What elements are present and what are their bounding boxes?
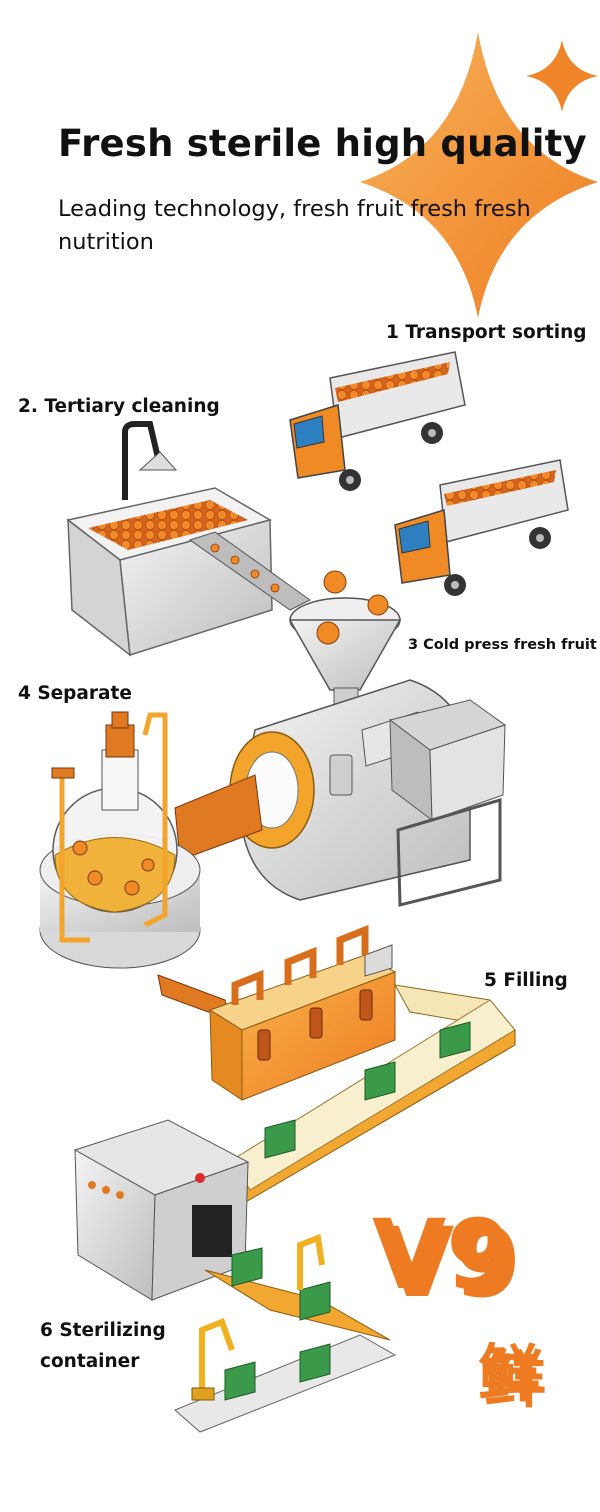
sterilizer-cabinet [73,1119,250,1301]
svg-text:V9: V9 [380,1207,521,1319]
step-label-tertiary-cleaning: 2. Tertiary cleaning [18,396,220,417]
juicer-machine [229,570,507,907]
step-label-sterilizing-container: 6 Sterilizing container [40,1320,166,1372]
page-title: Fresh sterile high quality [58,122,587,165]
brand-logo-3d: V9 V9 鲜 鲜 [372,1199,546,1416]
truck-bottom [394,459,569,596]
truck-top [289,351,466,491]
separator-flask [39,711,263,1021]
page-subtitle: Leading technology, fresh fruit fresh fr… [58,196,531,255]
svg-text:鲜: 鲜 [478,1337,540,1410]
small-sparkle-icon [526,40,598,112]
step-label-cold-press: 3 Cold press fresh fruit [408,637,597,653]
packing-conveyor [174,1233,397,1433]
svg-text:鲜: 鲜 [484,1343,546,1416]
big-sparkle-icon [360,32,598,318]
step-label-filling: 5 Filling [484,970,568,991]
washing-tank [66,421,311,657]
filling-station [208,924,517,1211]
step-label-separate: 4 Separate [18,683,132,704]
svg-text:V9: V9 [372,1199,513,1311]
step-label-transport-sorting: 1 Transport sorting [386,322,587,343]
